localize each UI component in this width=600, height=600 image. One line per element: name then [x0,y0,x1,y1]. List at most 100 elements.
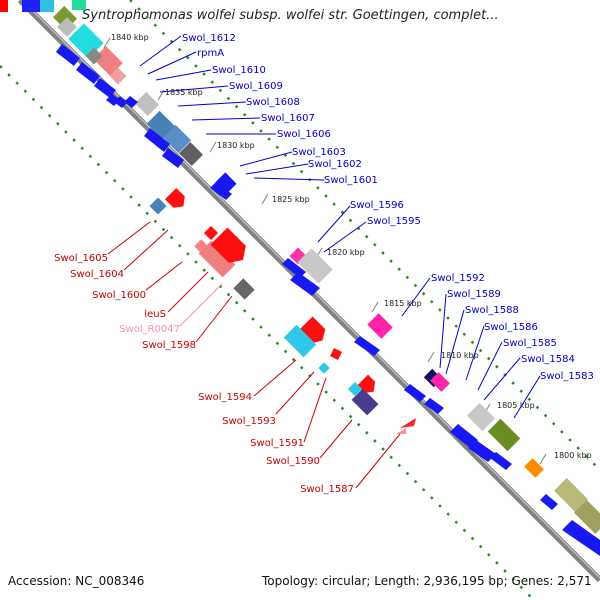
forward-gene-labels: Swol_1612 rpmA Swol_1610 Swol_1609 Swol_… [182,33,594,382]
gene-label: Swol_1592 [431,273,485,284]
gene-feature [149,197,167,215]
gene-label: Swol_1593 [222,416,276,427]
leader-line [245,163,309,175]
gene-label: Swol_R0047 [119,324,180,335]
gene-feature [424,398,444,414]
gene-feature [178,141,204,167]
gene-label: Swol_1609 [229,81,283,92]
gene-feature [524,458,544,478]
leader-line [275,371,315,415]
gene-feature [574,500,600,534]
leader-line [323,221,367,253]
gene-feature [76,62,100,84]
leader-lines [107,35,541,489]
gene-label: Swol_1583 [540,371,594,382]
gene-feature [468,440,496,462]
leader-line [355,433,401,489]
gene-label: Swol_1608 [246,97,300,108]
leader-line [147,51,197,75]
leader-line [483,357,521,401]
gene-label: Swol_1607 [261,113,315,124]
tick-1810 [427,351,435,363]
kbp-label: 1815 kbp [384,299,422,308]
gene-feature [203,225,219,241]
accession-text: Accession: NC_008346 [8,574,145,588]
gc-dots-outer [129,0,600,471]
leader-line [123,229,169,271]
gene-feature [404,384,426,402]
gene-feature [290,272,320,296]
gene-feature [367,313,393,339]
gene-label: Swol_1604 [70,269,124,280]
leader-line [477,341,503,391]
gene-label: Swol_1590 [266,456,320,467]
gene-feature [283,324,317,358]
gene-feature [318,362,330,374]
kbp-label: 1825 kbp [272,195,310,204]
gene-feature [93,46,123,76]
gene-label: Swol_1612 [182,33,236,44]
gene-label: Swol_1595 [367,216,421,227]
kbp-label: 1830 kbp [217,141,255,150]
leader-line [177,101,247,107]
kbp-label: 1840 kbp [111,33,149,42]
gene-feature [210,227,246,263]
gene-label: Swol_1586 [484,322,538,333]
gene-feature [347,381,363,397]
gene-label: leuS [144,309,166,320]
gene-feature [164,187,185,208]
gene-feature [198,240,236,278]
gene-feature [282,258,306,278]
gene-feature [94,78,116,98]
leader-line [139,35,182,67]
gene-label: Swol_1605 [54,253,108,264]
leader-line [145,261,183,291]
kbp-labels: 1840 kbp 1835 kbp 1830 kbp 1825 kbp 1820… [111,33,592,460]
gene-feature [56,44,80,66]
gene-feature [134,91,160,117]
gene-label: Swol_1598 [142,340,196,351]
gene-label: Swol_1589 [447,289,501,300]
gene-label: rpmA [197,48,224,59]
gene-label: Swol_1585 [503,338,557,349]
leader-line [167,271,209,313]
kbp-label: 1810 kbp [441,351,479,360]
leader-line [107,221,151,255]
leader-line [253,359,297,397]
gene-feature [215,172,237,194]
gene-feature [162,148,184,168]
gene-label: Swol_1594 [198,392,252,403]
gene-label: Swol_1587 [300,484,354,495]
gene-label: Swol_1591 [250,438,304,449]
gene-feature [297,248,333,284]
gene-feature [490,452,512,470]
gene-feature [114,96,128,108]
tick-1840 [103,37,111,49]
gene-feature [487,418,521,452]
gene-feature [430,372,450,392]
gene-feature [330,348,342,360]
leader-line [439,293,447,369]
gene-feature [124,96,138,108]
leader-line [191,117,261,121]
leader-line [513,375,541,419]
gene-feature [85,47,103,65]
gene-feature [109,67,127,85]
gene-label: Swol_1588 [465,305,519,316]
leader-line [401,277,431,317]
leader-line [465,325,485,381]
leader-line [239,151,293,167]
gene-label: Swol_1601 [324,175,378,186]
gene-feature [22,0,40,12]
leader-line [159,85,229,93]
gene-feature [146,110,176,140]
gene-feature [162,124,192,154]
leader-line [317,205,351,243]
reverse-gene-labels: Swol_1605 Swol_1604 Swol_1600 leuS Swol_… [54,253,354,495]
leader-line [319,419,353,459]
gene-label: Swol_1610 [212,65,266,76]
map-title: Syntrophomonas wolfei subsp. wolfei str.… [82,8,499,23]
